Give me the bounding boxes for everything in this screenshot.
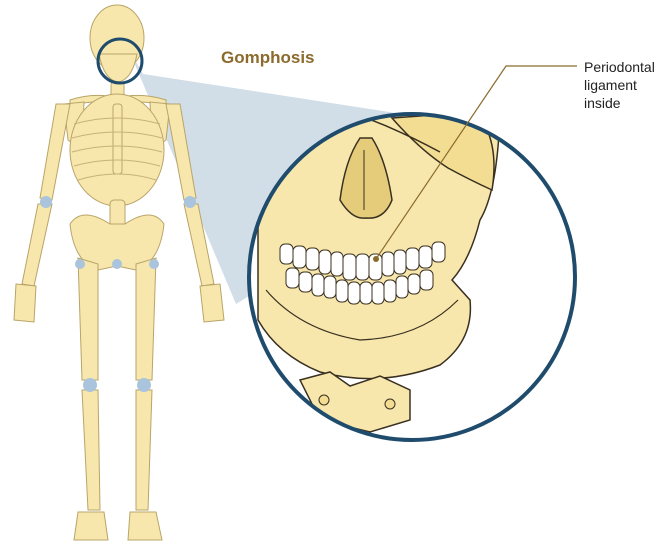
callout-line-1: Periodontal [584, 59, 655, 75]
right-humerus [165, 103, 197, 201]
magnifier-large-ring [247, 112, 577, 442]
orbit-edge [339, 114, 441, 153]
right-foot [127, 511, 163, 541]
callout-line-2: ligament [584, 77, 637, 93]
magnifier-cone [128, 48, 402, 304]
right-hand [199, 283, 225, 323]
left-humerus [39, 103, 71, 201]
left-tibia [81, 389, 101, 511]
left-femur [77, 257, 99, 381]
left-hand [13, 283, 37, 323]
magnifier-small-ring [96, 37, 144, 85]
diagram-title: Gomphosis [221, 48, 315, 67]
callout-leader-line [375, 65, 577, 260]
zoomed-mandible [265, 289, 459, 341]
callout-label: Periodontal ligament inside [584, 58, 664, 112]
rib-lines [71, 117, 163, 181]
zoomed-skull [257, 114, 501, 380]
upper-teeth [279, 241, 446, 281]
zoomed-jaw-view [249, 114, 575, 440]
joint-cartilage [40, 196, 196, 392]
left-foot [73, 511, 109, 541]
lower-teeth [285, 267, 434, 305]
callout-anchor-dot [373, 256, 379, 262]
sternum [112, 103, 123, 175]
right-tibia [135, 389, 153, 511]
nasal-cavity [339, 137, 393, 219]
right-femur [135, 257, 157, 381]
left-forearm [21, 203, 53, 287]
full-skeleton [13, 4, 225, 541]
callout-line-3: inside [584, 95, 621, 111]
